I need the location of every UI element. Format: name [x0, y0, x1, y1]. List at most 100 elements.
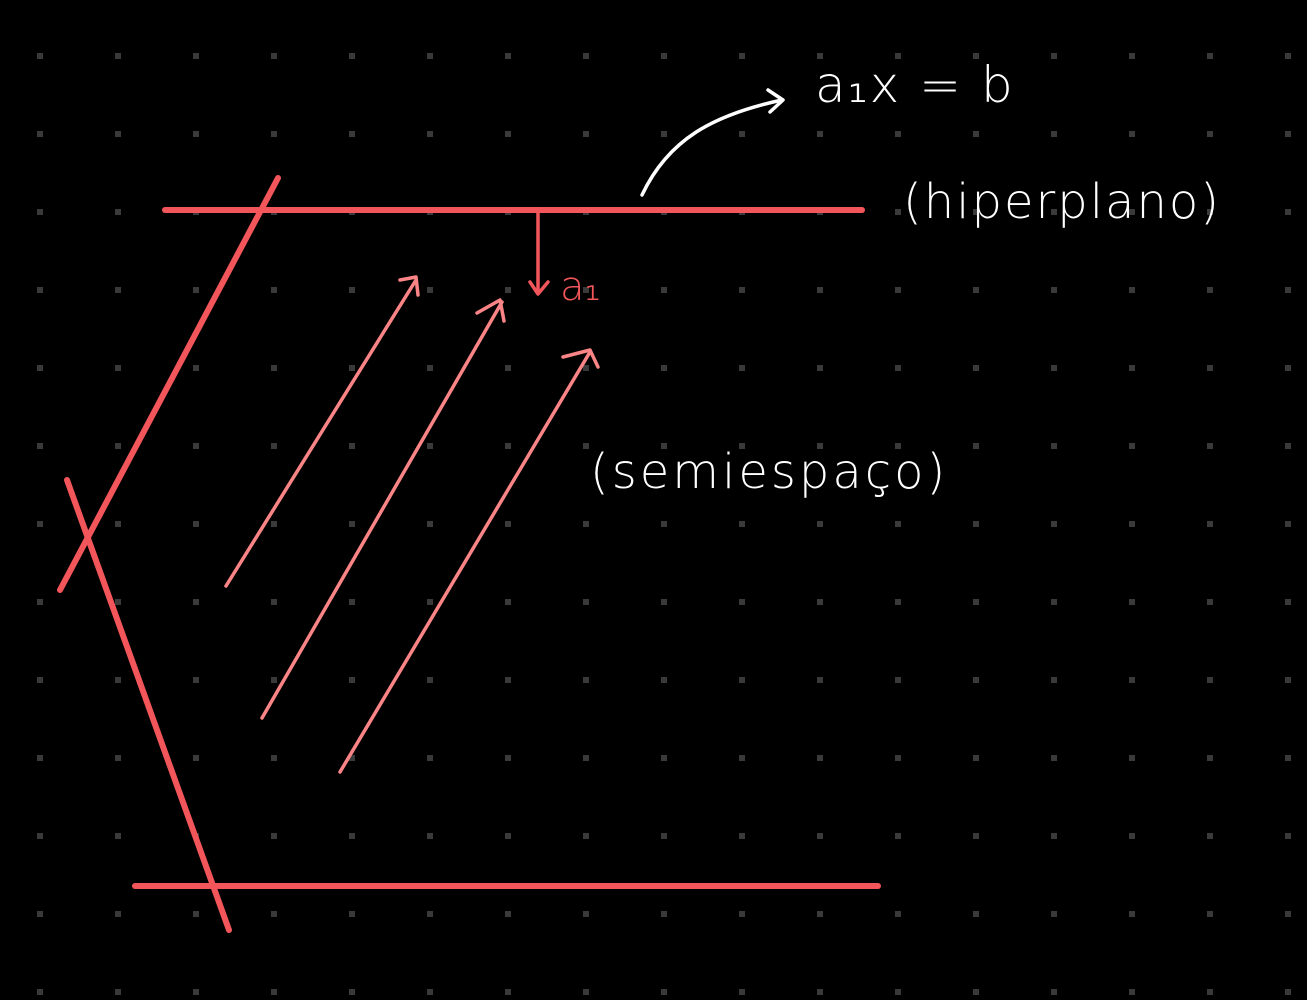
- normal-vector: [528, 210, 550, 296]
- grid-dot: [349, 599, 355, 605]
- grid-dot: [427, 755, 433, 761]
- grid-dot: [193, 989, 199, 995]
- shade-arrow-3-head: [561, 348, 600, 369]
- grid-dot: [37, 209, 43, 215]
- grid-dot: [661, 443, 667, 449]
- grid-dot: [1285, 833, 1291, 839]
- grid-dot: [115, 53, 121, 59]
- grid-dot: [583, 131, 589, 137]
- hyperplane-label: (hiperplano): [903, 174, 1221, 230]
- grid-dot: [193, 53, 199, 59]
- grid-dot: [505, 53, 511, 59]
- grid-dot: [739, 443, 745, 449]
- grid-dot: [1207, 911, 1213, 917]
- grid-dot: [973, 521, 979, 527]
- grid-dot: [193, 599, 199, 605]
- grid-dot: [739, 53, 745, 59]
- grid-dot: [1129, 521, 1135, 527]
- grid-dot: [973, 989, 979, 995]
- grid-dot: [973, 599, 979, 605]
- grid-dot: [895, 131, 901, 137]
- grid-dot: [817, 287, 823, 293]
- grid-dot: [895, 53, 901, 59]
- grid-dot: [1285, 755, 1291, 761]
- shade-arrow-2-head: [475, 298, 506, 323]
- grid-dot: [1285, 443, 1291, 449]
- grid-dot: [739, 365, 745, 371]
- grid-dot: [115, 287, 121, 293]
- grid-dot: [193, 521, 199, 527]
- grid-dot: [427, 989, 433, 995]
- grid-dot: [37, 287, 43, 293]
- grid-dot: [37, 365, 43, 371]
- grid-dot: [427, 911, 433, 917]
- grid-dot: [583, 755, 589, 761]
- grid-dot: [271, 911, 277, 917]
- grid-dot: [1129, 833, 1135, 839]
- grid-dot: [817, 755, 823, 761]
- grid-dot: [973, 131, 979, 137]
- grid-dot: [661, 677, 667, 683]
- grid-dot: [661, 365, 667, 371]
- grid-dot: [973, 755, 979, 761]
- grid-dot: [739, 833, 745, 839]
- grid-dot: [583, 365, 589, 371]
- grid-dot: [37, 677, 43, 683]
- shade-arrow-2: [260, 300, 504, 720]
- grid-dot: [115, 521, 121, 527]
- grid-dot: [505, 131, 511, 137]
- grid-dot: [427, 833, 433, 839]
- grid-dot: [37, 53, 43, 59]
- grid-dot: [895, 677, 901, 683]
- grid-dot: [37, 989, 43, 995]
- grid-dot: [895, 521, 901, 527]
- grid-dot: [505, 599, 511, 605]
- grid-dot: [583, 599, 589, 605]
- grid-dot: [349, 365, 355, 371]
- grid-dot: [1051, 677, 1057, 683]
- grid-dot: [115, 755, 121, 761]
- grid-dot: [1207, 53, 1213, 59]
- grid-dot: [1285, 989, 1291, 995]
- grid-dot: [973, 209, 979, 215]
- shade-arrow-1: [224, 278, 418, 588]
- grid-dot: [973, 53, 979, 59]
- grid-dot: [895, 911, 901, 917]
- grid-dot: [661, 989, 667, 995]
- grid-dot: [739, 521, 745, 527]
- grid-dot: [115, 443, 121, 449]
- grid-dot: [739, 989, 745, 995]
- grid-dot: [1051, 599, 1057, 605]
- grid-dot: [37, 911, 43, 917]
- grid-dot: [271, 755, 277, 761]
- grid-dot: [115, 131, 121, 137]
- grid-dot: [661, 833, 667, 839]
- grid-dot: [37, 599, 43, 605]
- grid-dot: [1207, 677, 1213, 683]
- grid-dot: [817, 677, 823, 683]
- halfspace-label: (semiespaço): [590, 444, 948, 500]
- grid-dot: [271, 521, 277, 527]
- grid-dot: [349, 833, 355, 839]
- grid-dot: [349, 287, 355, 293]
- grid-dot: [817, 989, 823, 995]
- grid-dot: [583, 521, 589, 527]
- grid-dot: [739, 599, 745, 605]
- grid-dot: [973, 443, 979, 449]
- grid-dot: [349, 677, 355, 683]
- grid-dot: [1285, 599, 1291, 605]
- grid-dot: [1051, 521, 1057, 527]
- hyperplane-equation: a₁x = b: [815, 56, 1015, 114]
- grid-dot: [817, 365, 823, 371]
- grid-dot: [1051, 209, 1057, 215]
- grid-dot: [583, 911, 589, 917]
- grid-dot: [271, 131, 277, 137]
- grid-dot: [37, 833, 43, 839]
- grid-dot: [1129, 443, 1135, 449]
- grid-dot: [271, 599, 277, 605]
- grid-dot: [115, 833, 121, 839]
- grid-dot: [583, 53, 589, 59]
- grid-dot: [271, 833, 277, 839]
- grid-dot: [895, 209, 901, 215]
- grid-dot: [973, 833, 979, 839]
